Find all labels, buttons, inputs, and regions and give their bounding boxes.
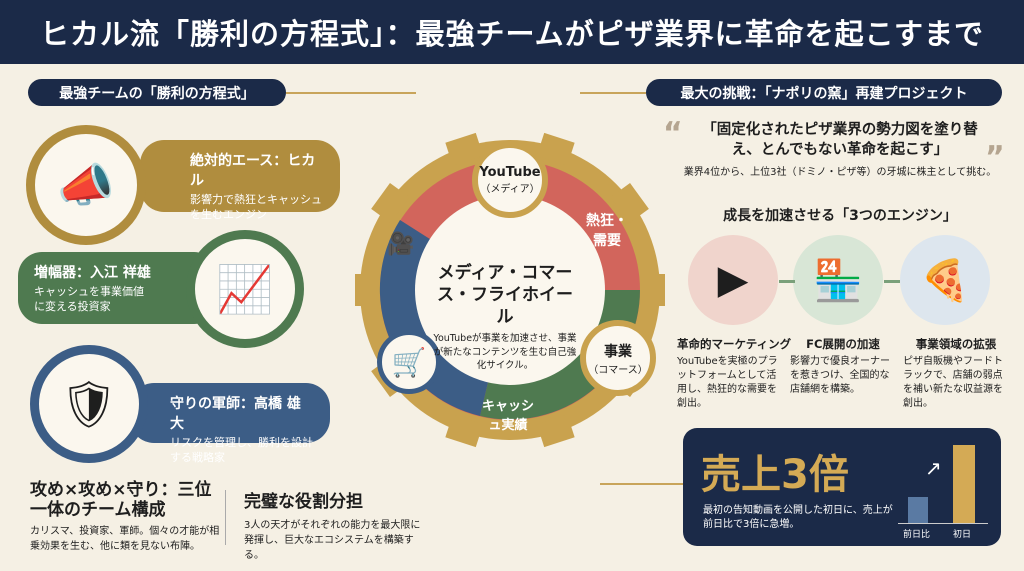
shopping-cart-icon: 🛒 bbox=[377, 330, 441, 394]
engine-fc: FC展開の加速 影響力で優良オーナーを惹きつけ、全国的な店舗網を構築。 bbox=[790, 336, 896, 397]
open-quote-icon: “ bbox=[663, 116, 683, 151]
segment-label-green: キャッシュ実績 bbox=[481, 399, 534, 433]
gear-tooth bbox=[536, 132, 575, 166]
store-network-icon: 🏪 bbox=[793, 235, 883, 325]
challenge-subtext: 業界4位から、上位3社（ドミノ・ピザ等）の牙城に株主として挑む。 bbox=[683, 167, 997, 178]
avatar-takahashi-shield-icon: 🛡 bbox=[30, 345, 148, 463]
engine-desc: ピザ自販機やフードトラックで、店舗の弱点を補い新たな収益源を創出。 bbox=[903, 356, 1003, 409]
avatar-irie-chart-icon: 📈 bbox=[186, 230, 304, 348]
engine-marketing: 革命的マーケティング YouTubeを実極のプラットフォームとして活用し、熱狂的… bbox=[677, 336, 792, 411]
growth-arrow-icon: ↗ bbox=[925, 456, 942, 480]
avatar-hikaru-megaphone-icon: 📣 bbox=[26, 125, 146, 245]
sales-card: 売上3倍 最初の告知動画を公開した初日に、売上が前日比で3倍に急増。 ↗ 前日比… bbox=[683, 428, 1001, 546]
roles-title: 完璧な役割分担 bbox=[244, 492, 363, 512]
member-card-irie: 増幅器：入江 祥雄 キャッシュを事業価値に変える投資家 bbox=[18, 252, 218, 324]
engine-title: 革命的マーケティング bbox=[677, 337, 792, 351]
member-desc: キャッシュを事業価値に変える投資家 bbox=[34, 285, 144, 313]
sales-desc: 最初の告知動画を公開した初日に、売上が前日比で3倍に急増。 bbox=[703, 505, 893, 530]
member-desc: リスクを管理し、勝利を設計する戦略家 bbox=[170, 436, 313, 464]
engine-desc: YouTubeを実極のプラットフォームとして活用し、熱狂的な需要を創出。 bbox=[677, 356, 778, 409]
node-youtube: YouTube （メディア） bbox=[472, 142, 548, 218]
flywheel-gear bbox=[355, 132, 665, 448]
team-desc: カリスマ、投資家、軍師。個々の才能が相乗効果を生む、他に類を見ない布陣。 bbox=[30, 525, 220, 552]
youtube-megaphone-icon: ▶ bbox=[688, 235, 778, 325]
member-name: 増幅器：入江 祥雄 bbox=[34, 265, 151, 281]
connector-line bbox=[600, 483, 683, 485]
connector-line bbox=[580, 92, 646, 94]
node-label: YouTube bbox=[479, 165, 541, 180]
member-desc: 影響力で熱狂とキャッシュを生むエンジン bbox=[190, 193, 322, 221]
roles-desc: 3人の天才がそれぞれの能力を最大限に発揮し、巨大なエコシステムを構築する。 bbox=[244, 520, 421, 562]
engine-title: 事業領域の拡張 bbox=[915, 337, 997, 351]
flywheel-center: メディア・コマース・フライホイール YouTubeが事業を加速させ、事業が新たな… bbox=[430, 262, 580, 372]
gear-tooth bbox=[445, 414, 484, 448]
flywheel-desc: YouTubeが事業を加速させ、事業が新たなコンテンツを生む自己強化サイクル。 bbox=[433, 333, 577, 371]
connector bbox=[884, 280, 900, 283]
challenge-section-header: 最大の挑戦：「ナポリの窯」再建プロジェクト bbox=[646, 79, 1002, 106]
pizza-truck-icon: 🍕 bbox=[900, 235, 990, 325]
divider bbox=[225, 490, 226, 545]
member-card-hikaru: 絶対的エース：ヒカル 影響力で熱狂とキャッシュを生むエンジン bbox=[140, 140, 340, 221]
challenge-quote: 「固定化されたピザ業界の勢力図を塗り替え、とんでもない革命を起こす」 bbox=[702, 122, 978, 159]
engine-title: FC展開の加速 bbox=[806, 337, 880, 351]
gear-tooth bbox=[610, 183, 649, 224]
flywheel-title: メディア・コマース・フライホイール bbox=[437, 263, 573, 328]
page-title: ヒカル流「勝利の方程式」：最強チームがピザ業界に革命を起こすまで bbox=[0, 0, 1024, 64]
role-division: 完璧な役割分担 3人の天才がそれぞれの能力を最大限に発揮し、巨大なエコシステムを… bbox=[244, 492, 424, 563]
connector bbox=[779, 280, 795, 283]
member-name: 絶対的エース：ヒカル bbox=[190, 153, 316, 189]
gear-tooth bbox=[355, 274, 374, 306]
chart-axis bbox=[898, 523, 988, 524]
node-sublabel: （メディア） bbox=[480, 184, 540, 195]
engines-title: 成長を加速させる「3つのエンジン」 bbox=[723, 208, 957, 224]
close-quote-icon: ” bbox=[985, 140, 1005, 175]
bar-label: 初日 bbox=[953, 530, 972, 540]
bar-label: 前日比 bbox=[903, 530, 931, 540]
node-business: 事業 （コマース） bbox=[580, 320, 656, 396]
team-composition: 攻め×攻め×守り：三位一体のチーム構成 カリスマ、投資家、軍師。個々の才能が相乗… bbox=[30, 480, 225, 554]
gear-tooth bbox=[646, 274, 665, 306]
team-section-header: 最強チームの「勝利の方程式」 bbox=[28, 79, 286, 106]
member-card-takahashi: 守りの軍師：高橋 雄大 リスクを管理し、勝利を設計する戦略家 bbox=[130, 383, 330, 464]
connector-line bbox=[286, 92, 416, 94]
engine-expansion: 事業領域の拡張 ピザ自販機やフードトラックで、店舗の弱点を補い新たな収益源を創出… bbox=[903, 336, 1009, 411]
segment-label-red: 熱狂・需要 bbox=[586, 213, 628, 249]
gear-tooth bbox=[371, 183, 410, 224]
node-label: 事業 bbox=[604, 343, 632, 360]
engine-desc: 影響力で優良オーナーを惹きつけ、全国的な店舗網を構築。 bbox=[790, 356, 890, 395]
sales-headline: 売上3倍 bbox=[701, 452, 849, 498]
node-sublabel: （コマース） bbox=[588, 364, 648, 376]
member-name: 守りの軍師：高橋 雄大 bbox=[170, 396, 301, 432]
video-camera-icon: 🎥 bbox=[387, 232, 415, 257]
gear-tooth bbox=[536, 414, 575, 448]
bar-previous-day bbox=[908, 497, 928, 523]
gear-tooth bbox=[445, 132, 484, 166]
bar-first-day bbox=[953, 445, 975, 523]
team-title: 攻め×攻め×守り：三位一体のチーム構成 bbox=[30, 480, 212, 521]
